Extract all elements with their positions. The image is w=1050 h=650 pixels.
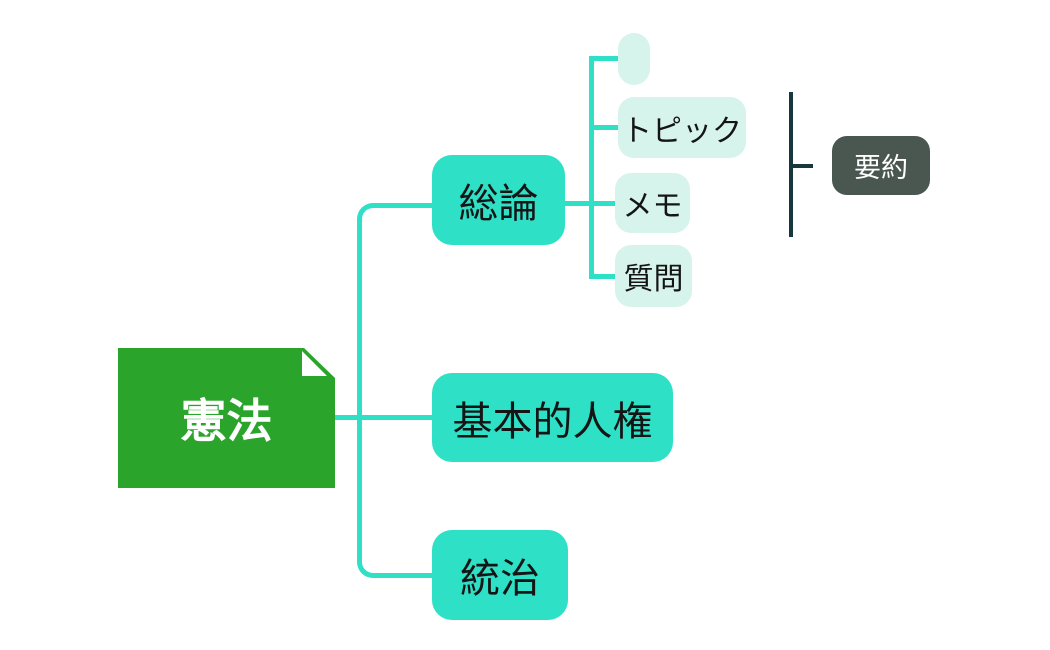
branch-node-general[interactable]: 総論 [432,155,565,245]
connector-to-blank-node [589,56,618,61]
connector-to-topic [589,125,618,130]
branch-node-human-rights[interactable]: 基本的人権 [432,373,673,462]
root-node-constitution[interactable]: 憲法 [118,348,335,488]
summary-node-label: 要約 [854,153,908,183]
child-node-blank[interactable] [618,33,650,85]
summary-node[interactable]: 要約 [832,136,930,195]
child-node-memo[interactable]: メモ [615,173,690,233]
child-node-label: メモ [622,190,683,223]
root-node-label: 憲法 [180,395,273,447]
connector-to-question [589,274,615,279]
branch-node-label: 統治 [460,557,540,601]
connector-main-trunk [357,203,432,578]
bracket-tick [789,164,813,168]
child-node-label: トピック [622,114,742,148]
child-node-label: 質問 [623,263,684,296]
connector-root-to-human-rights [335,415,432,420]
child-node-topic[interactable]: トピック [618,97,746,158]
child-node-question[interactable]: 質問 [615,245,692,307]
branch-node-governance[interactable]: 統治 [432,530,568,620]
folded-corner-icon [302,351,327,376]
branch-node-label: 総論 [458,182,539,226]
connector-child-trunk [589,56,594,279]
branch-node-label: 基本的人権 [452,399,653,444]
